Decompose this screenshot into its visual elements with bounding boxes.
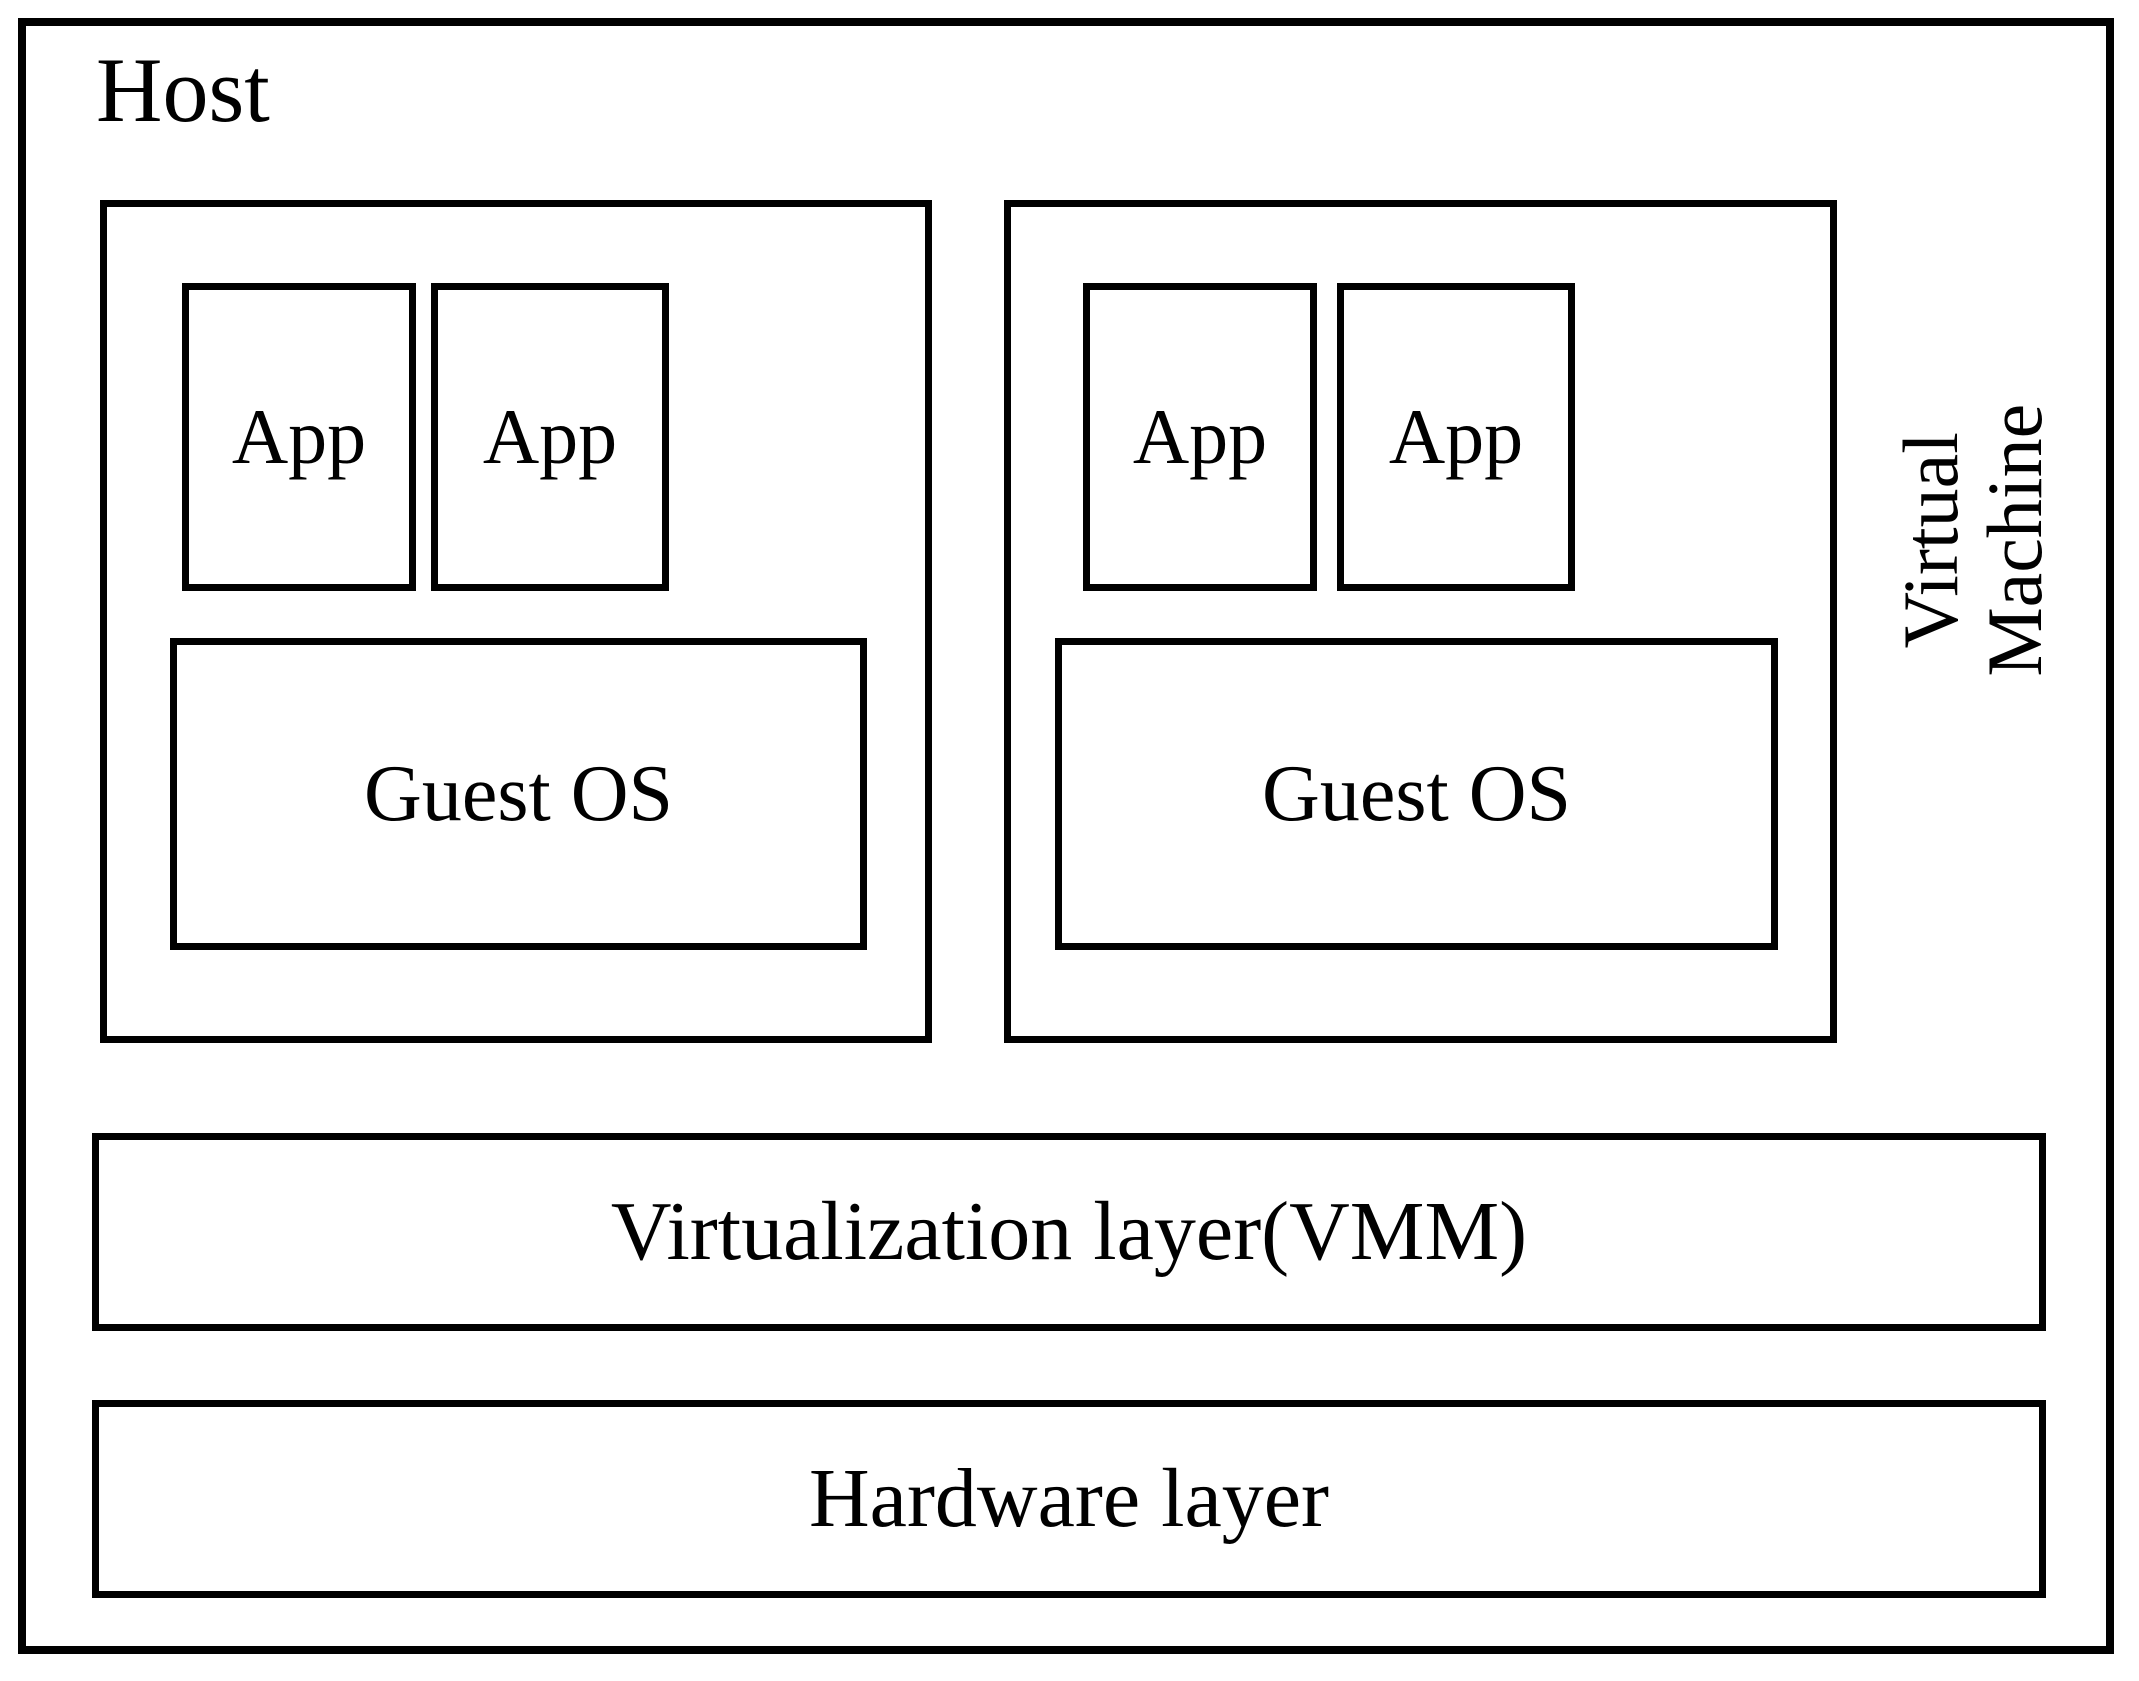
- guest-os-box-vm1: Guest OS: [170, 638, 867, 950]
- virtualization-layer-label: Virtualization layer(VMM): [610, 1185, 1528, 1278]
- guest-os-label: Guest OS: [1262, 750, 1571, 838]
- hardware-layer-box: Hardware layer: [92, 1400, 2046, 1598]
- app-box-vm1-2: App: [431, 283, 669, 591]
- app-box-vm2-2: App: [1337, 283, 1575, 591]
- virtual-machine-side-label-text: Virtual Machine: [1886, 403, 2059, 677]
- guest-os-box-vm2: Guest OS: [1055, 638, 1778, 950]
- app-box-vm2-1: App: [1083, 283, 1317, 591]
- host-label: Host: [96, 39, 270, 141]
- virtualization-layer-box: Virtualization layer(VMM): [92, 1133, 2046, 1331]
- app-label: App: [231, 393, 367, 480]
- hardware-layer-label: Hardware layer: [809, 1452, 1329, 1545]
- guest-os-label: Guest OS: [364, 750, 673, 838]
- app-label: App: [482, 393, 618, 480]
- app-label: App: [1132, 393, 1268, 480]
- virtual-machine-side-label-line2: Machine: [1971, 403, 2059, 677]
- virtual-machine-side-label-line1: Virtual: [1886, 431, 1974, 649]
- app-label: App: [1388, 393, 1524, 480]
- app-box-vm1-1: App: [182, 283, 416, 591]
- virtual-machine-side-label: Virtual Machine: [1848, 330, 2098, 750]
